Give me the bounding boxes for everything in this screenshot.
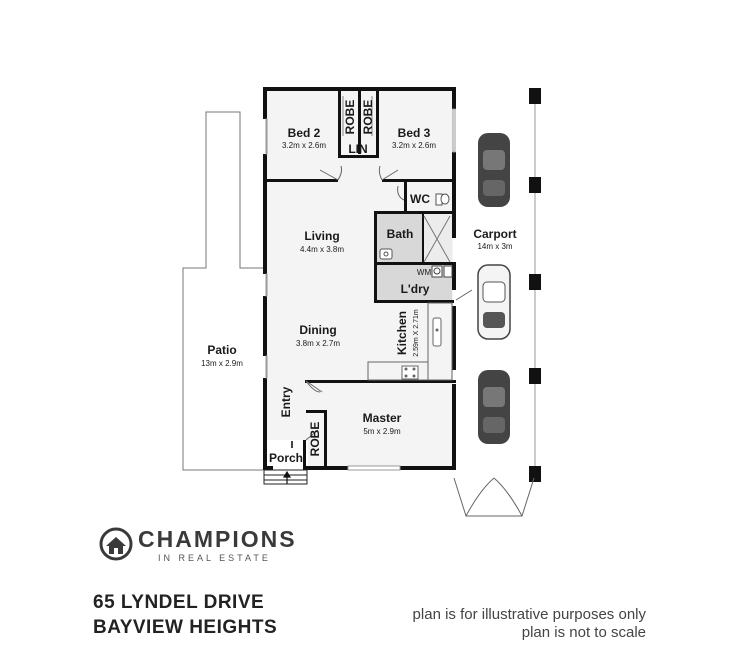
room-dims-bed3: 3.2m x 2.6m (392, 141, 436, 150)
room-name-kitchen: Kitchen (395, 311, 409, 355)
entry-arrow-icon (282, 470, 292, 484)
address-line-1: 65 LYNDEL DRIVE (93, 592, 265, 613)
patio-outline (182, 111, 263, 471)
basin-icon (379, 248, 393, 260)
windows (265, 108, 456, 471)
doors (305, 165, 473, 441)
carport-gate (453, 477, 535, 517)
address-line-2: BAYVIEW HEIGHTS (93, 617, 278, 638)
car-icon (478, 133, 510, 207)
room-dims-bed2: 3.2m x 2.6m (282, 141, 326, 150)
toilet-icon (435, 193, 450, 206)
disclaimer-line-2: plan is not to scale (521, 624, 646, 641)
shower-icon (423, 215, 451, 263)
room-name-entry: Entry (279, 386, 293, 417)
car-icon (477, 264, 511, 340)
room-name-wm: WM (417, 268, 432, 277)
room-name-laundry: L'dry (401, 282, 430, 296)
room-name-living: Living (304, 229, 339, 243)
room-name-bed3: Bed 3 (398, 126, 431, 140)
room-name-master-robe: ROBE (308, 422, 322, 457)
carport-structure (529, 88, 541, 482)
room-name-bed2: Bed 2 (288, 126, 321, 140)
tub-icon (443, 265, 453, 278)
room-name-master: Master (363, 411, 402, 425)
brand-name: CHAMPIONS (138, 526, 297, 552)
room-name-linen: LIN (348, 142, 367, 156)
room-dims-master: 5m x 2.9m (363, 427, 401, 436)
brand-tagline: IN REAL ESTATE (158, 553, 271, 563)
room-dims-carport: 14m x 3m (477, 242, 512, 251)
floor-porch (266, 440, 308, 466)
disclaimer-line-1: plan is for illustrative purposes only (412, 606, 646, 623)
room-dims-patio: 13m x 2.9m (201, 359, 243, 368)
room-dims-dining: 3.8m x 2.7m (296, 339, 340, 348)
room-name-dining: Dining (299, 323, 336, 337)
house-logo-icon (99, 527, 133, 561)
washing-machine-icon (431, 265, 443, 278)
robe-rails (342, 96, 373, 136)
room-name-wc: WC (410, 192, 430, 206)
room-name-patio: Patio (207, 343, 236, 357)
brand-logo: CHAMPIONS IN REAL ESTATE (96, 524, 306, 568)
room-dims-living: 4.4m x 3.8m (300, 245, 344, 254)
room-name-bath: Bath (387, 227, 414, 241)
sink-icon (404, 328, 439, 378)
room-name-porch: Porch (269, 451, 303, 465)
room-name-carport: Carport (473, 227, 516, 241)
room-dims-kitchen: 2.59m X 2.71m (413, 309, 420, 357)
walls (263, 87, 456, 470)
room-name-robe-right: ROBE (361, 100, 375, 135)
car-icon (478, 370, 510, 444)
room-name-robe-left: ROBE (343, 100, 357, 135)
